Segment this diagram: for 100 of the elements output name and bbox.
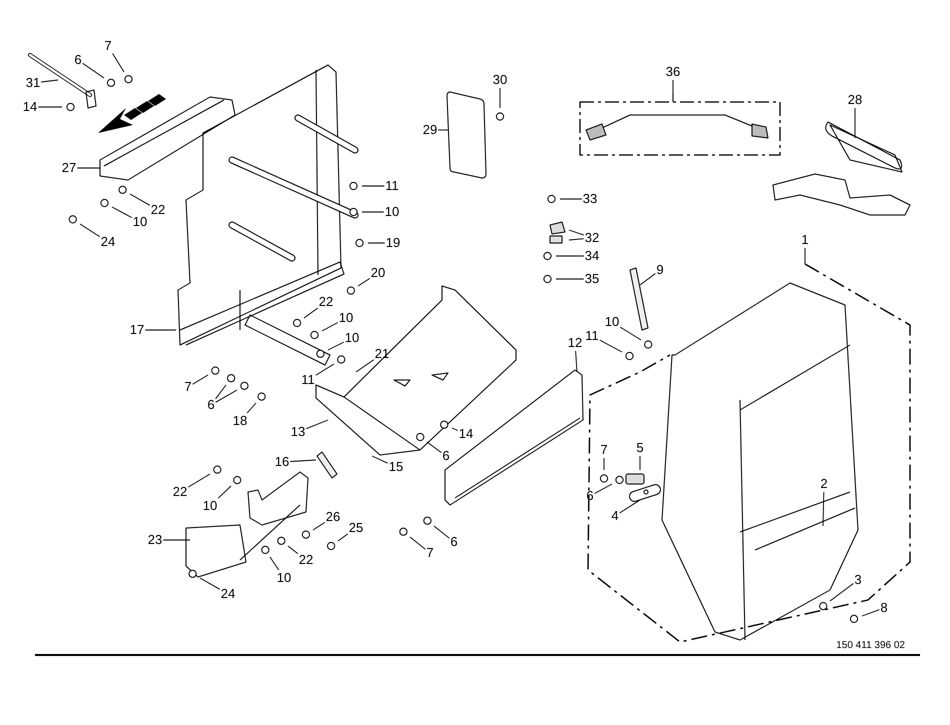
callout-number: 14 — [458, 427, 474, 441]
leader-line — [804, 248, 806, 264]
callout-number: 2 — [820, 477, 828, 491]
callout-number: 10 — [344, 331, 360, 345]
leader-line — [568, 238, 584, 240]
leader-line — [854, 108, 856, 138]
leader-line — [270, 556, 280, 570]
callout-number: 22 — [298, 553, 314, 567]
leader-line — [356, 359, 374, 372]
leader-line — [322, 322, 338, 332]
callout-number: 15 — [388, 460, 404, 474]
leader-line — [80, 224, 100, 238]
leader-line — [328, 342, 344, 350]
leader-line — [215, 384, 226, 400]
callout-number: 10 — [202, 499, 218, 513]
leader-line — [426, 442, 442, 454]
callout-number: 30 — [492, 73, 508, 87]
callout-number: 10 — [384, 205, 400, 219]
callout-number: 6 — [207, 398, 215, 412]
leader-line — [246, 402, 256, 414]
leader-line — [556, 278, 584, 280]
callout-number: 10 — [338, 311, 354, 325]
callout-number: 7 — [104, 39, 112, 53]
callout-number: 6 — [442, 449, 450, 463]
leader-line — [82, 62, 104, 78]
callout-number: 22 — [172, 485, 188, 499]
leader-line — [830, 583, 854, 602]
callout-number: 14 — [22, 100, 38, 114]
callout-number: 18 — [232, 414, 248, 428]
callout-number: 13 — [290, 425, 306, 439]
leader-line — [38, 106, 62, 108]
callout-number: 21 — [374, 347, 390, 361]
leader-line — [215, 390, 238, 403]
drawing-number: 150 411 396 02 — [836, 640, 905, 651]
callout-number: 10 — [604, 315, 620, 329]
callout-number: 25 — [348, 521, 364, 535]
leader-line — [575, 350, 578, 372]
leader-line — [560, 198, 582, 200]
callout-number: 7 — [184, 380, 192, 394]
callout-number: 20 — [370, 266, 386, 280]
leader-line — [112, 53, 124, 72]
leader-line — [599, 340, 622, 352]
callout-number: 31 — [26, 76, 40, 90]
callout-number: 9 — [656, 263, 664, 277]
callout-number: 19 — [386, 236, 400, 250]
callout-number: 32 — [584, 231, 600, 245]
callout-number: 35 — [584, 272, 600, 286]
callout-number: 17 — [130, 323, 144, 337]
leader-line — [40, 80, 58, 82]
callout-number: 4 — [611, 509, 619, 523]
leader-line — [288, 546, 298, 554]
leader-line — [410, 536, 426, 550]
callout-number: 10 — [132, 215, 148, 229]
leader-line — [188, 474, 210, 488]
callout-number: 10 — [276, 571, 292, 585]
callout-number: 5 — [636, 441, 644, 455]
leader-line — [290, 460, 316, 462]
leader-line — [112, 206, 132, 218]
callout-number: 6 — [74, 53, 82, 67]
leader-line — [200, 578, 220, 590]
leader-line — [130, 194, 150, 206]
leader-line — [312, 522, 326, 530]
callout-number: 11 — [585, 329, 599, 343]
callout-number: 27 — [62, 161, 76, 175]
callout-number: 3 — [854, 573, 862, 587]
callout-number: 12 — [568, 336, 582, 350]
leader-line — [368, 242, 386, 244]
callout-number: 7 — [426, 546, 434, 560]
leader-line — [315, 364, 334, 376]
callout-number: 1 — [801, 233, 809, 247]
callout-number: 24 — [100, 235, 116, 249]
callout-number: 11 — [385, 179, 399, 193]
callout-number: 22 — [318, 295, 334, 309]
leader-line — [862, 609, 880, 616]
leader-line — [192, 374, 208, 385]
leader-line — [640, 273, 656, 286]
callout-number: 36 — [666, 65, 680, 79]
callout-number: 11 — [301, 373, 315, 387]
callout-number: 6 — [450, 535, 458, 549]
leader-line — [434, 526, 450, 539]
callout-number: 26 — [326, 510, 340, 524]
leader-line — [218, 486, 232, 499]
callout-number: 22 — [150, 203, 166, 217]
callout-number: 28 — [848, 93, 862, 107]
callout-number: 23 — [148, 533, 162, 547]
leader-line — [822, 492, 824, 526]
leader-line — [304, 308, 318, 318]
leader-line — [372, 456, 388, 464]
leader-line — [306, 420, 328, 430]
leader-line — [338, 533, 348, 542]
leader-line — [620, 326, 642, 340]
leader-line — [358, 278, 370, 286]
leader-line — [594, 484, 612, 494]
callout-number: 29 — [422, 123, 438, 137]
leader-line — [452, 428, 458, 431]
callout-number: 7 — [600, 443, 608, 457]
leader-line — [672, 80, 674, 94]
callout-number: 33 — [582, 192, 598, 206]
callout-number: 8 — [880, 601, 888, 615]
leader-line — [619, 500, 640, 514]
